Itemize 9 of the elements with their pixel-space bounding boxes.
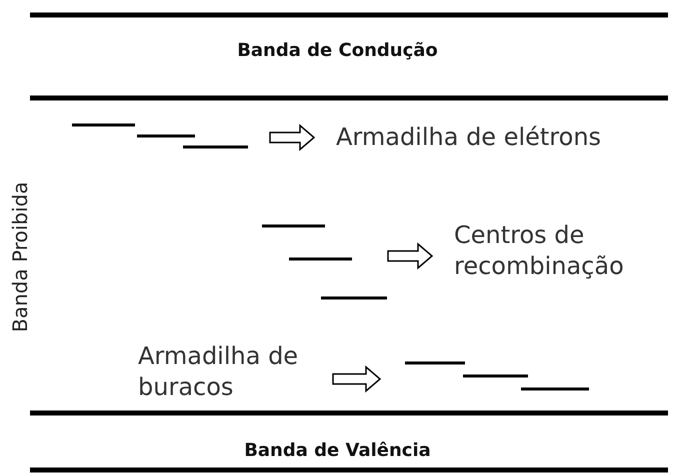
level-label: Centros de recombinação — [454, 220, 625, 282]
level-label: Armadilha de elétrons — [336, 122, 602, 153]
band-label: Banda Proibida — [8, 180, 32, 334]
level-label: Armadilha de buracos — [138, 341, 300, 403]
band-label: Banda de Valência — [243, 440, 432, 461]
band-label: Banda de Condução — [236, 40, 439, 61]
block-arrow — [332, 365, 382, 393]
block-arrow — [387, 242, 434, 270]
block-arrow — [269, 124, 316, 152]
